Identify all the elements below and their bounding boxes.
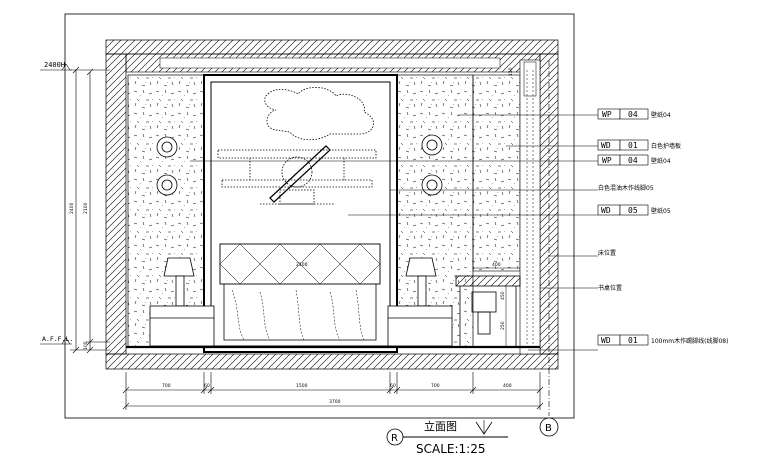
dim-bottom-1: 700 bbox=[162, 383, 171, 389]
bedside-table-right bbox=[387, 257, 453, 347]
wallpaper-left-panel bbox=[127, 74, 205, 348]
headboard-frame-inner bbox=[210, 81, 391, 347]
level-marker-bottom: A.F.F.L. bbox=[40, 335, 73, 345]
tufting-pattern bbox=[219, 243, 381, 285]
callout-1: WP 04 壁纸04 bbox=[597, 108, 671, 120]
leader-lines bbox=[190, 114, 598, 351]
dim-bench-h2: 450 bbox=[500, 291, 506, 300]
svg-text:100mm木作踢脚线(线脚08): 100mm木作踢脚线(线脚08) bbox=[651, 337, 728, 345]
bottom-dimensions bbox=[122, 372, 544, 410]
dim-bottom-2: 60 bbox=[204, 383, 210, 389]
bench-dimensions bbox=[473, 267, 520, 346]
title-block: R 立面图 SCALE:1:25 B bbox=[386, 417, 559, 456]
cloud-motif bbox=[264, 87, 374, 141]
dim-headboard: 2100 bbox=[296, 262, 308, 268]
svg-text:壁纸05: 壁纸05 bbox=[651, 207, 671, 215]
dim-bench-h1: 250 bbox=[500, 321, 506, 330]
left-dimensions bbox=[70, 66, 110, 354]
dim-bottom-6: 400 bbox=[503, 383, 512, 389]
svg-text:WD: WD bbox=[601, 206, 611, 215]
svg-text:04: 04 bbox=[628, 110, 638, 119]
dim-bottom-4: 60 bbox=[390, 383, 396, 389]
dim-bottom-3: 1500 bbox=[296, 383, 308, 389]
propeller bbox=[269, 145, 331, 203]
desk bbox=[455, 275, 521, 346]
drawing-scale: SCALE:1:25 bbox=[416, 442, 485, 456]
marker-b: B bbox=[545, 423, 552, 434]
svg-text:04: 04 bbox=[628, 156, 638, 165]
ceiling-cavity bbox=[159, 57, 501, 69]
svg-text:WD: WD bbox=[601, 141, 611, 150]
svg-text:白色护墙板: 白色护墙板 bbox=[651, 142, 681, 150]
bedside-table-left bbox=[149, 257, 215, 347]
dim-bench-width: 400 bbox=[492, 262, 501, 268]
svg-text:A.F.F.L.: A.F.F.L. bbox=[42, 335, 73, 343]
dim-left-inner: 2100 bbox=[83, 202, 89, 214]
svg-text:WD: WD bbox=[601, 336, 611, 345]
dim-left-base: 100 bbox=[83, 341, 89, 350]
svg-text:WP: WP bbox=[602, 110, 612, 119]
svg-text:床位置: 床位置 bbox=[598, 249, 616, 257]
floor-slab bbox=[105, 353, 559, 370]
marker-r: R bbox=[391, 433, 398, 444]
dim-bottom-total: 3700 bbox=[329, 399, 341, 405]
ceiling-slab bbox=[105, 39, 559, 55]
drawing-title: 立面图 bbox=[424, 419, 457, 433]
callout-8: WD 01 100mm木作踢脚线(线脚08) bbox=[597, 334, 728, 346]
wall-lamp-left bbox=[156, 136, 178, 196]
wainscot-panel bbox=[472, 74, 521, 272]
bed-duvet bbox=[223, 284, 377, 341]
side-column bbox=[519, 59, 541, 355]
callout-6: 床位置 bbox=[598, 249, 616, 257]
callout-3: WP 04 壁纸04 bbox=[597, 154, 671, 166]
dim-left-total: 2400 bbox=[69, 202, 75, 214]
callout-4: 白色混油木作线脚05 bbox=[598, 184, 654, 192]
callout-2: WD 01 白色护墙板 bbox=[597, 139, 681, 151]
svg-text:壁纸04: 壁纸04 bbox=[651, 111, 671, 119]
svg-text:01: 01 bbox=[628, 336, 638, 345]
svg-text:05: 05 bbox=[628, 206, 638, 215]
left-wall bbox=[105, 53, 127, 355]
dim-right-top: 150 bbox=[508, 67, 514, 76]
callout-7: 书桌位置 bbox=[598, 284, 622, 292]
dim-bottom-5: 700 bbox=[431, 383, 440, 389]
svg-text:WP: WP bbox=[602, 156, 612, 165]
level-marker-top: 2400H bbox=[40, 61, 72, 71]
svg-text:01: 01 bbox=[628, 141, 638, 150]
svg-text:2400H: 2400H bbox=[44, 61, 65, 69]
svg-text:白色混油木作线脚05: 白色混油木作线脚05 bbox=[598, 184, 654, 192]
callout-5: WD 05 壁纸05 bbox=[597, 204, 671, 216]
svg-text:书桌位置: 书桌位置 bbox=[598, 284, 622, 292]
sheet-frame bbox=[64, 13, 575, 419]
svg-text:壁纸04: 壁纸04 bbox=[651, 157, 671, 165]
